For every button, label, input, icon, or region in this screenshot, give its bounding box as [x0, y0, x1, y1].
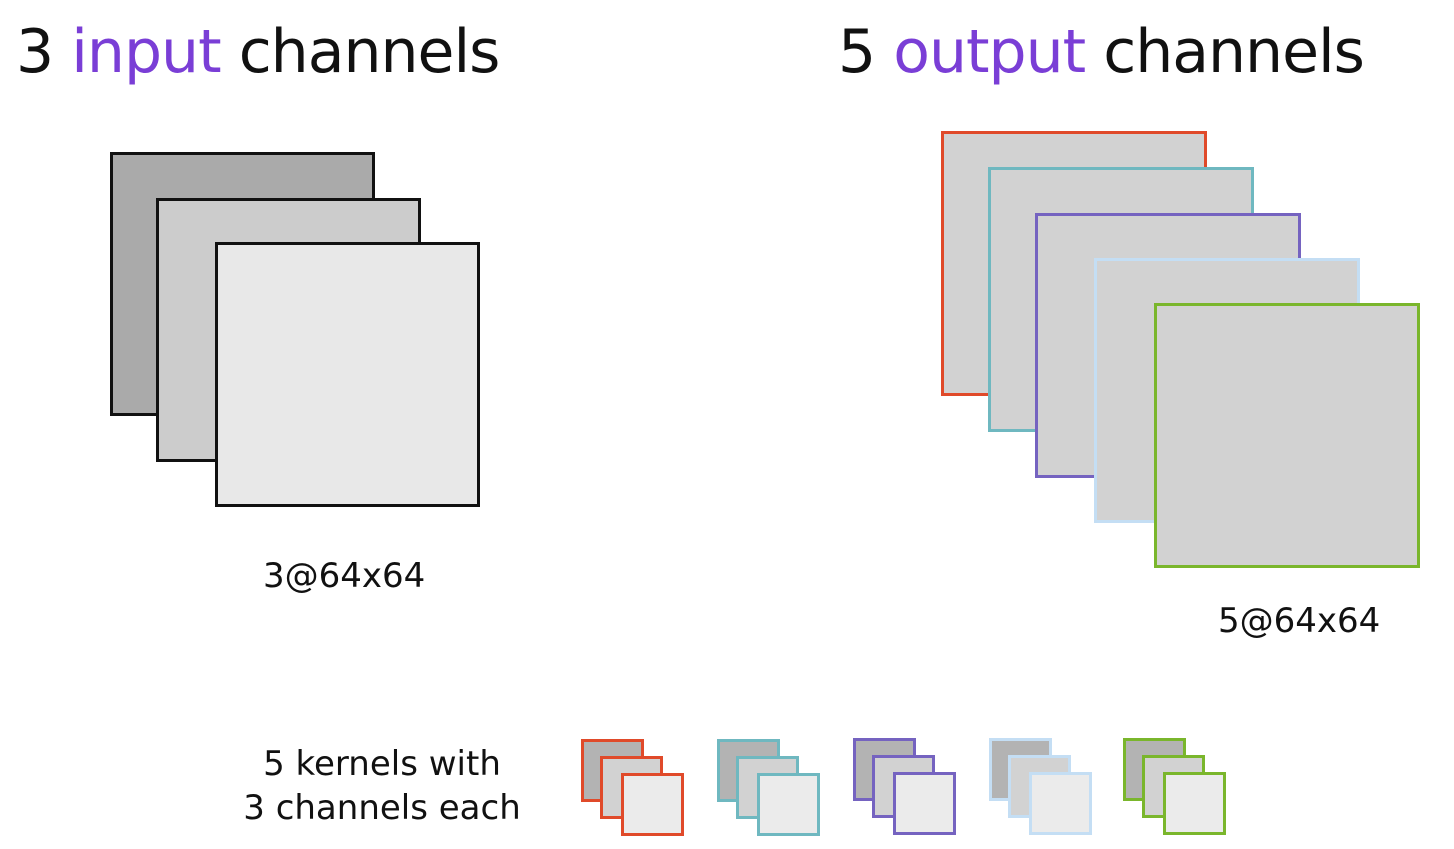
kernel-3: [853, 738, 963, 838]
heading-rest: channels: [1103, 17, 1365, 87]
output-dimensions-label: 5@64x64: [1218, 601, 1381, 641]
input-dimensions-label: 3@64x64: [263, 556, 426, 596]
kernel-4: [989, 738, 1099, 838]
heading-rest: channels: [238, 17, 501, 87]
kernels-caption-line-2: 3 channels each: [243, 788, 521, 828]
heading-number: 5: [838, 17, 876, 87]
kernel-2-channel-3: [757, 773, 820, 836]
output-channel-5: [1154, 303, 1420, 568]
output-channels-heading: 5 output channels: [838, 14, 1365, 90]
heading-accent-word: output: [893, 17, 1086, 87]
kernel-1-channel-3: [621, 773, 684, 836]
kernel-1: [581, 739, 691, 839]
kernel-3-channel-3: [893, 772, 956, 835]
input-channels-heading: 3 input channels: [16, 14, 501, 90]
kernel-4-channel-3: [1029, 772, 1092, 835]
kernel-5-channel-3: [1163, 772, 1226, 835]
kernel-5: [1123, 738, 1233, 838]
heading-accent-word: input: [71, 17, 221, 87]
input-channel-3: [215, 242, 480, 507]
kernel-2: [717, 739, 827, 839]
kernels-caption-line-1: 5 kernels with: [263, 744, 501, 784]
kernels-caption: 5 kernels with 3 channels each: [222, 742, 542, 830]
heading-number: 3: [16, 17, 54, 87]
